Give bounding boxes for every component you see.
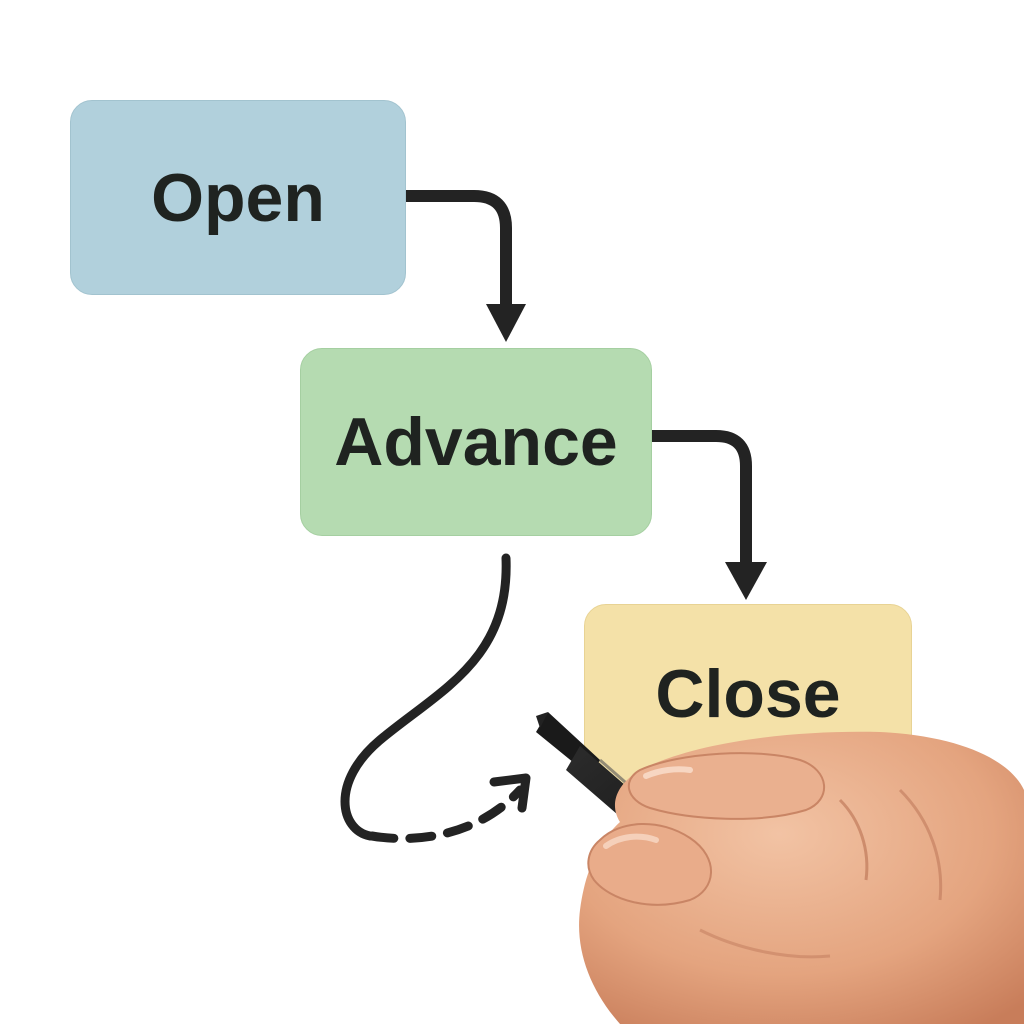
node-open[interactable]: Open: [70, 100, 406, 295]
arrowhead-icon: [486, 304, 526, 342]
arrowhead-icon: [725, 562, 767, 600]
arrowhead-icon: [489, 773, 531, 813]
hand-drawn-curve: [340, 553, 531, 843]
hand-icon: [579, 731, 1024, 1024]
edge-advance-to-close: [652, 430, 767, 600]
node-label: Close: [655, 656, 841, 732]
node-label: Advance: [334, 404, 618, 480]
node-advance[interactable]: Advance: [300, 348, 652, 536]
node-label: Open: [151, 159, 325, 236]
edge-open-to-advance: [406, 190, 526, 342]
